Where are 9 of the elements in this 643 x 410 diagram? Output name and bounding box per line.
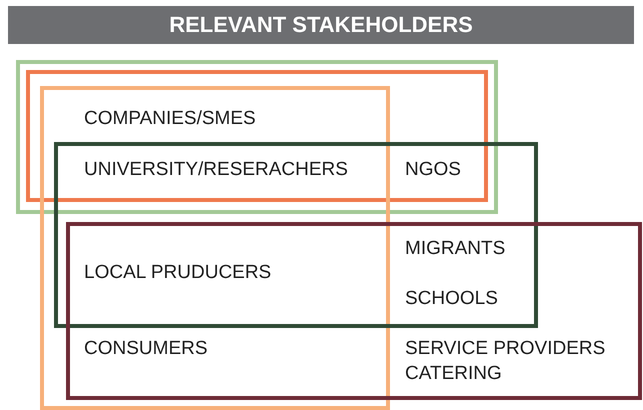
- stakeholder-label: SERVICE PROVIDERS CATERING: [405, 337, 606, 386]
- stakeholder-label: MIGRANTS: [405, 237, 506, 261]
- stakeholder-label: NGOS: [405, 158, 461, 182]
- stakeholder-label: CONSUMERS: [84, 337, 208, 361]
- title-banner: RELEVANT STAKEHOLDERS: [8, 6, 634, 44]
- stakeholder-label: LOCAL PRUDUCERS: [84, 261, 272, 285]
- stakeholder-label: SCHOOLS: [405, 287, 498, 311]
- stakeholder-label: COMPANIES/SMES: [84, 107, 256, 131]
- stakeholder-label: UNIVERSITY/RESERACHERS: [84, 158, 348, 182]
